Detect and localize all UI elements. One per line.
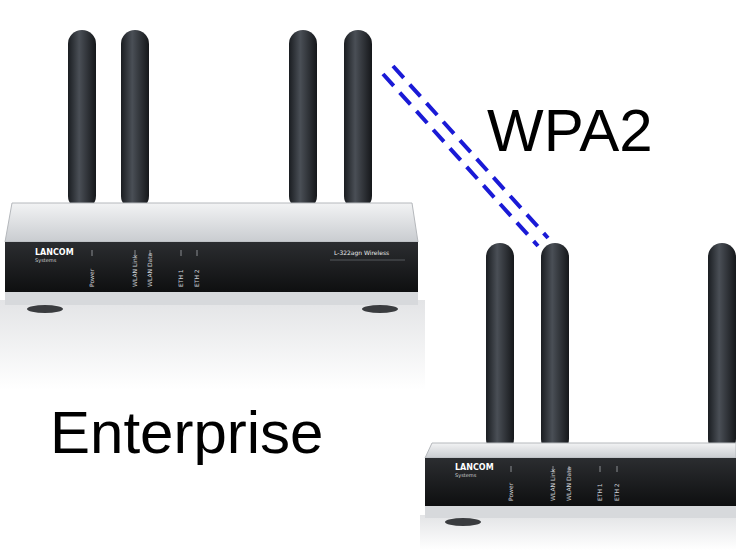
link-label: WPA2 (487, 101, 653, 161)
brand-sub-label: Systems (455, 473, 476, 478)
led-label: ETH 2 (614, 483, 620, 501)
brand-label: LANCOM (35, 249, 74, 257)
router-left (0, 30, 425, 390)
led-label: WLAN Data (566, 467, 572, 501)
led-label: ETH 1 (597, 483, 603, 501)
led-label: WLAN Link (132, 255, 138, 287)
model-label: L-322agn Wireless (334, 250, 389, 256)
mode-label: Enterprise (50, 403, 323, 463)
led-label: ETH 1 (178, 269, 184, 287)
led-label: WLAN Link (550, 469, 556, 501)
router-right (420, 243, 736, 550)
led-label: WLAN Data (147, 253, 153, 287)
led-label: Power (508, 483, 514, 501)
brand-label: LANCOM (455, 464, 494, 472)
led-label: ETH 2 (194, 269, 200, 287)
brand-sub-label: Systems (35, 258, 56, 263)
led-label: Power (89, 269, 95, 287)
